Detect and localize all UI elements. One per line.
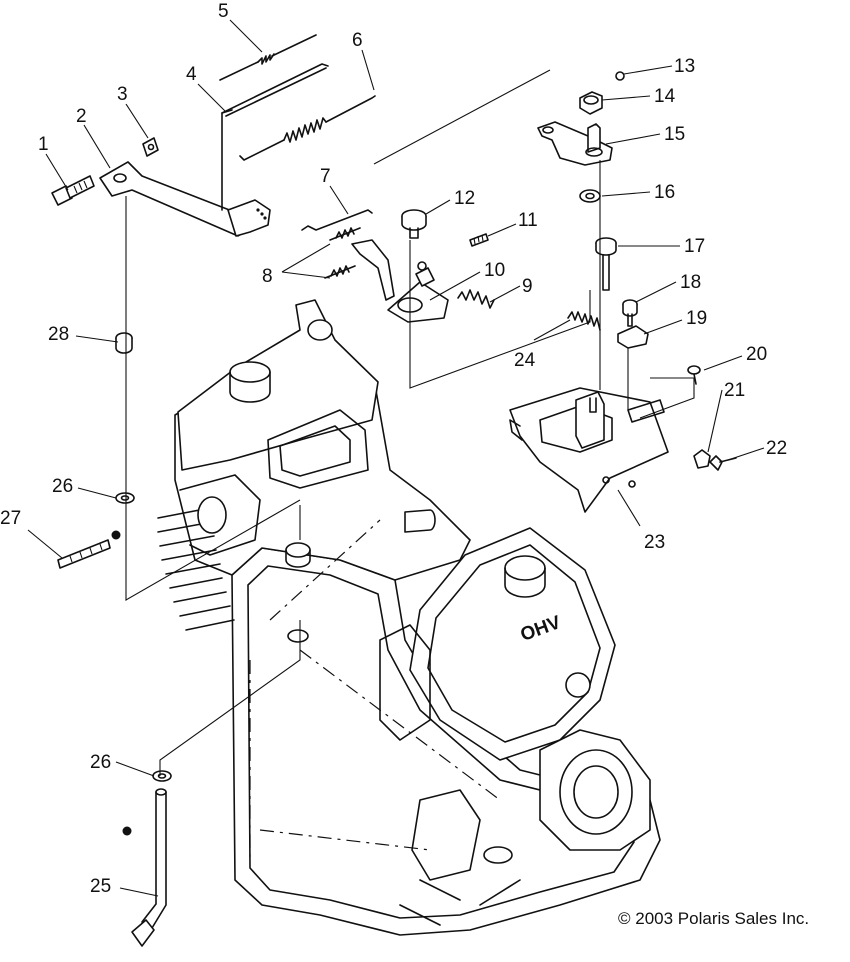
callout-27: 27 (0, 508, 21, 529)
callout-3: 3 (117, 84, 128, 105)
part-13-screw (615, 71, 625, 81)
callout-4: 4 (186, 64, 197, 85)
part-16-washer (579, 189, 601, 203)
part-2-bracket (99, 161, 271, 237)
part-9-spring (457, 289, 495, 309)
callout-23: 23 (644, 532, 665, 553)
callout-21: 21 (724, 380, 745, 401)
part-28-grommet (115, 332, 133, 354)
assembly-lines (125, 69, 695, 776)
callout-8: 8 (262, 266, 273, 287)
part-27-dipstick-tip (57, 530, 121, 569)
part-5-spring (219, 34, 317, 81)
callout-17: 17 (684, 236, 705, 257)
part-4-rod (221, 63, 329, 211)
callout-28: 28 (48, 324, 69, 345)
part-24-spring (567, 311, 601, 331)
part-11-screw (469, 233, 489, 247)
part-26-washer-upper (115, 492, 135, 504)
engine-centerlines (249, 519, 501, 860)
callout-13: 13 (674, 56, 695, 77)
part-10-governor-plate (351, 239, 449, 323)
callout-18: 18 (680, 272, 701, 293)
part-14-nut (579, 91, 603, 115)
part-19-clamp (617, 325, 649, 349)
engine-block: OHV (157, 299, 661, 936)
part-15-lever (537, 121, 613, 166)
callout-24: 24 (514, 350, 536, 371)
callout-25: 25 (90, 876, 111, 897)
part-7-link (301, 209, 373, 231)
part-26-washer-lower (152, 770, 172, 782)
callout-26-upper: 26 (52, 476, 73, 497)
part-23-control-bracket (509, 387, 669, 513)
callout-16: 16 (654, 182, 675, 203)
callout-26-lower: 26 (90, 752, 111, 773)
callout-6: 6 (352, 30, 363, 51)
part-20-screw (687, 365, 701, 385)
callout-9: 9 (522, 276, 533, 297)
callout-22: 22 (766, 438, 787, 459)
part-25-dipstick-tube (122, 788, 167, 947)
callout-labels: 1 2 3 4 5 6 7 8 9 10 11 12 13 14 15 16 1… (0, 1, 787, 897)
part-3-clip (142, 137, 159, 157)
callout-2: 2 (76, 106, 87, 127)
part-6-spring (239, 95, 376, 161)
callout-20: 20 (746, 344, 767, 365)
callout-10: 10 (484, 260, 505, 281)
callout-19: 19 (686, 308, 707, 329)
part-1-bolt (51, 175, 95, 206)
callout-15: 15 (664, 124, 685, 145)
callout-11: 11 (518, 210, 538, 231)
part-18-screw (622, 299, 638, 327)
part-8-springs (324, 227, 361, 279)
callout-1: 1 (38, 134, 49, 155)
part-21-nut (693, 449, 711, 469)
callout-14: 14 (654, 86, 676, 107)
copyright-notice: © 2003 Polaris Sales Inc. (618, 909, 809, 928)
part-17-bolt (595, 237, 617, 291)
callout-leaders (27, 19, 765, 897)
callout-5: 5 (218, 1, 229, 22)
callout-12: 12 (454, 188, 475, 209)
callout-7: 7 (320, 166, 331, 187)
part-12-pivot-bolt (401, 209, 427, 239)
